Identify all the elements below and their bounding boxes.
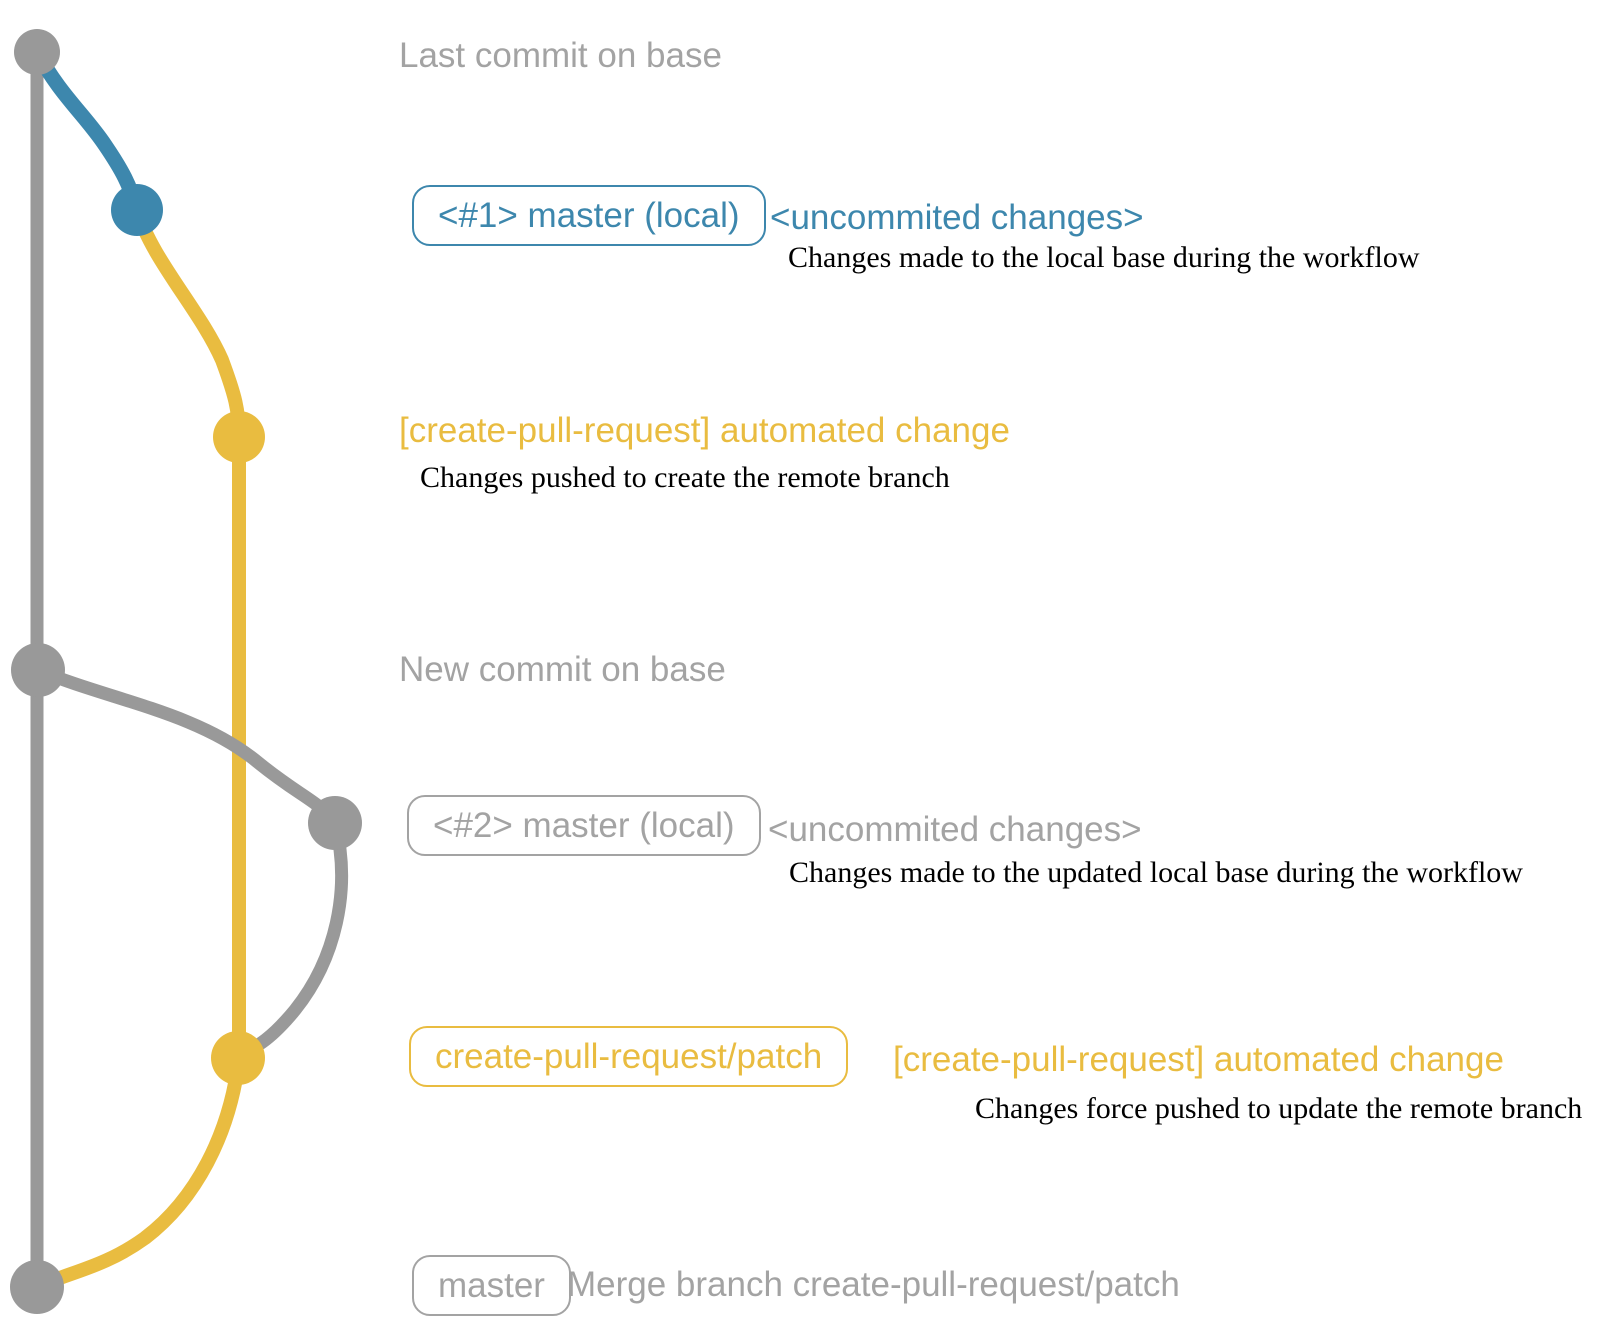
base-force-push-curve <box>234 816 349 1062</box>
remote-branch-merge-curve <box>33 1051 246 1293</box>
last-commit-label: Last commit on base <box>399 36 722 75</box>
commit-message-merge: Merge branch create-pull-request/patch <box>567 1265 1180 1304</box>
commit-dot-remote-2 <box>211 1031 265 1085</box>
commit-dot-remote-1 <box>213 411 265 463</box>
new-commit-label: New commit on base <box>399 650 726 689</box>
local-branch-curve <box>29 44 145 218</box>
commit-dot-new-base <box>11 643 65 697</box>
commit-dot-local-1 <box>111 184 163 236</box>
remote-branch-push-curve <box>130 203 246 444</box>
commit-message-uncommited-1: <uncommited changes> <box>770 198 1144 237</box>
base-update-curve <box>31 663 342 830</box>
branch-badge-master-local-1: <#1> master (local) <box>412 185 766 246</box>
branch-badge-create-pull-request-patch: create-pull-request/patch <box>409 1026 849 1087</box>
note-force-push-remote: Changes force pushed to update the remot… <box>975 1092 1583 1125</box>
commit-message-automated-1: [create-pull-request] automated change <box>399 411 1010 450</box>
note-local-changes-1: Changes made to the local base during th… <box>788 241 1420 274</box>
note-local-changes-2: Changes made to the updated local base d… <box>789 856 1523 889</box>
commit-message-uncommited-2: <uncommited changes> <box>768 810 1142 849</box>
note-push-remote: Changes pushed to create the remote bran… <box>420 461 950 494</box>
commit-dot-local-2 <box>308 796 362 850</box>
branch-badge-master-local-2: <#2> master (local) <box>407 795 761 856</box>
branch-badge-master: master <box>412 1255 571 1316</box>
commit-message-automated-2: [create-pull-request] automated change <box>893 1040 1504 1079</box>
commit-dot-last-base <box>14 29 60 75</box>
commit-dot-merge <box>10 1260 64 1314</box>
